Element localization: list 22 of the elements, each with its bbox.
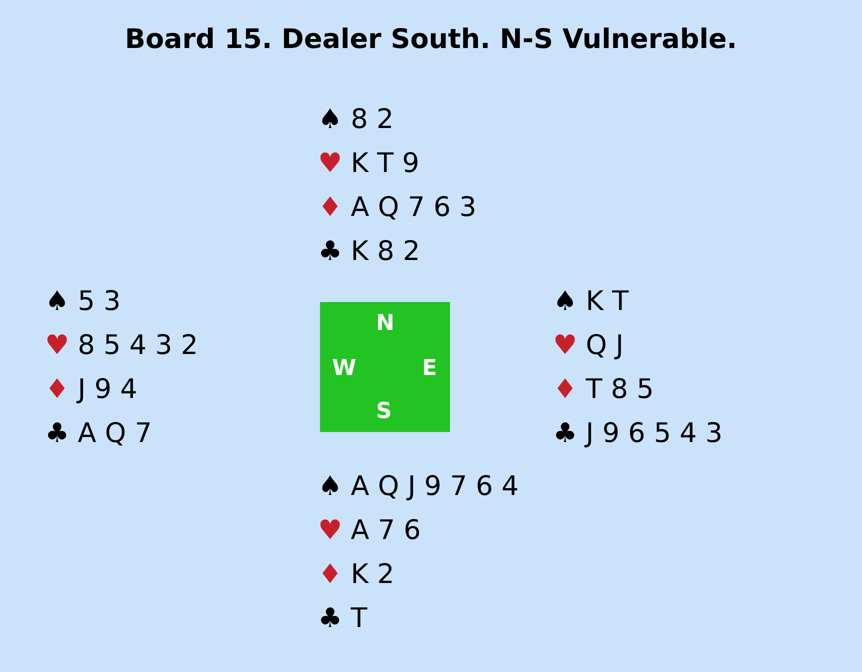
card-holding: ♠ A Q J 9 7 6 4 <box>318 471 519 503</box>
card-holding: ♣ A Q 7 <box>45 418 152 450</box>
card-holding: ♥ Q J <box>553 330 624 362</box>
compass-box <box>320 302 450 432</box>
card-holding: ♦ K 2 <box>318 559 394 591</box>
card-holding: ♠ 5 3 <box>45 286 121 318</box>
compass-letter: E <box>422 357 438 381</box>
card-holding: ♥ K T 9 <box>318 148 420 180</box>
card-holding: ♥ 8 5 4 3 2 <box>45 330 198 362</box>
card-holding: ♠ K T <box>553 286 629 318</box>
card-holding: ♠ 8 2 <box>318 104 394 136</box>
compass-letter: S <box>376 400 392 424</box>
card-holding: ♦ A Q 7 6 3 <box>318 192 476 224</box>
title: Board 15. Dealer South. N-S Vulnerable. <box>124 24 738 55</box>
card-holding: ♦ J 9 4 <box>45 374 138 406</box>
compass-letter: N <box>376 312 394 336</box>
card-holding: ♣ J 9 6 5 4 3 <box>553 418 723 450</box>
card-holding: ♣ T <box>318 603 368 635</box>
card-holding: ♦ T 8 5 <box>553 374 654 406</box>
card-holding: ♣ K 8 2 <box>318 236 420 268</box>
card-holding: ♥ A 7 6 <box>318 515 421 547</box>
compass-letter: W <box>332 357 356 381</box>
